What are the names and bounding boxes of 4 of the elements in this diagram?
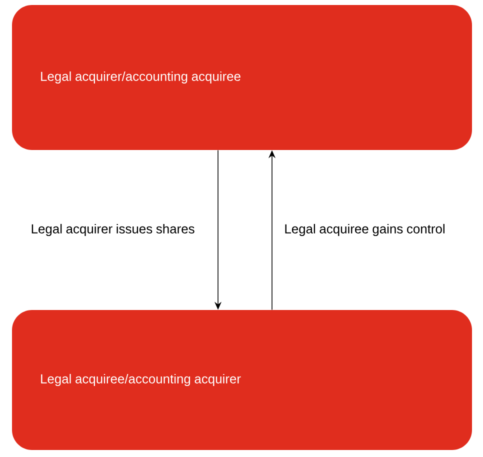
process-box: Legal acquiree/accounting acquirer <box>12 310 472 450</box>
process-box: Legal acquirer/accounting acquiree <box>12 5 472 150</box>
edge-label: Legal acquiree gains control <box>285 224 444 236</box>
edge-label: Legal acquirer issues shares <box>32 224 194 236</box>
